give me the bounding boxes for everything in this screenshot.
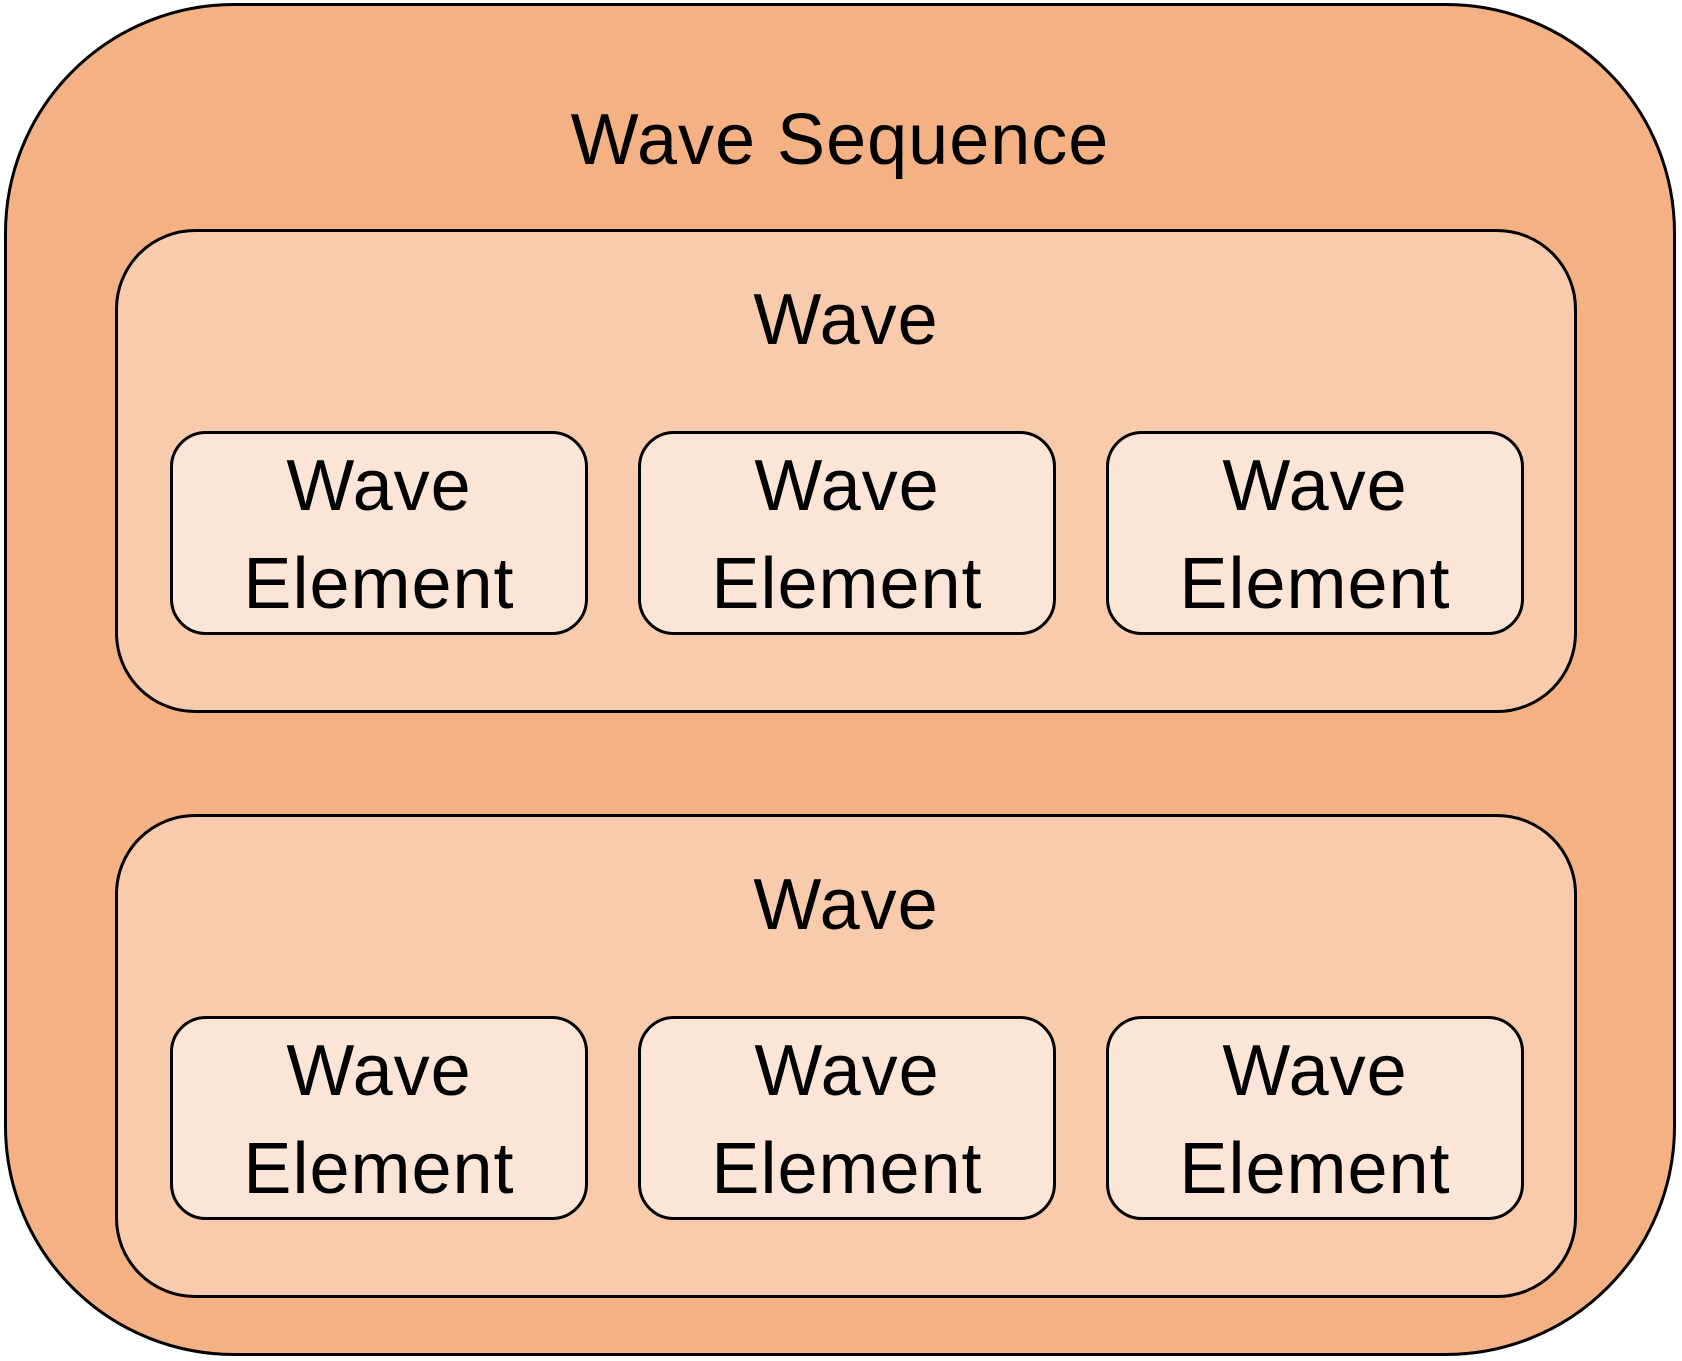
wave-sequence-title: Wave Sequence: [570, 100, 1110, 180]
wave-element-label-line2: Element: [243, 544, 515, 624]
wave-element-box: Wave Element: [638, 431, 1056, 635]
wave-element-label-line2: Element: [711, 1129, 983, 1209]
wave-element-box: Wave Element: [170, 431, 588, 635]
wave-element-label-line2: Element: [1179, 1129, 1451, 1209]
wave-element-label-line2: Element: [711, 544, 983, 624]
wave-box-2: Wave Wave Element Wave Element Wave Elem…: [115, 814, 1577, 1298]
wave-element-label-line1: Wave: [1222, 446, 1408, 526]
wave-element-box: Wave Element: [1106, 431, 1524, 635]
wave-element-label-line1: Wave: [754, 446, 940, 526]
wave-element-label-line1: Wave: [286, 446, 472, 526]
wave-element-label-line1: Wave: [754, 1031, 940, 1111]
wave-sequence-box: Wave Sequence Wave Wave Element Wave Ele…: [4, 3, 1676, 1356]
wave-title: Wave: [753, 865, 939, 945]
wave-element-label-line2: Element: [1179, 544, 1451, 624]
wave-element-box: Wave Element: [170, 1016, 588, 1220]
wave-element-label-line1: Wave: [286, 1031, 472, 1111]
wave-element-label-line2: Element: [243, 1129, 515, 1209]
wave-element-label-line1: Wave: [1222, 1031, 1408, 1111]
wave-title: Wave: [753, 280, 939, 360]
wave-element-box: Wave Element: [638, 1016, 1056, 1220]
wave-box-1: Wave Wave Element Wave Element Wave Elem…: [115, 229, 1577, 713]
wave-element-box: Wave Element: [1106, 1016, 1524, 1220]
